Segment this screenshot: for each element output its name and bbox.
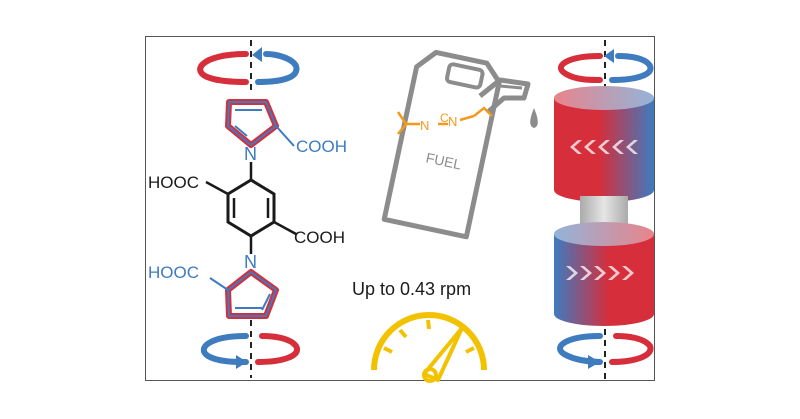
left-acid-label: HOOC <box>148 173 199 192</box>
n-bottom-label: N <box>244 252 257 272</box>
pyrrole-bottom <box>209 269 279 319</box>
rotation-arrow-bottom-right <box>557 333 654 369</box>
figure-frame <box>145 36 655 381</box>
cylinder-bottom-cap <box>554 222 654 246</box>
speed-label: Up to 0.43 rpm <box>352 279 471 299</box>
pyrrole-top <box>225 99 295 148</box>
fuel-can-label: FUEL <box>425 149 464 172</box>
cylinder-rotor <box>554 40 654 380</box>
molecule-rotor: N COOH HOOC COOH N HOOC <box>148 40 347 378</box>
chevrons-top <box>570 140 638 154</box>
rotation-arrow-bottom-left <box>200 333 300 369</box>
rotation-arrow-top-left <box>197 47 300 85</box>
n-top-label: N <box>244 144 257 164</box>
fuel-drop <box>530 108 538 128</box>
chevrons-bottom <box>566 266 634 280</box>
bottom-acid-label: HOOC <box>148 263 199 282</box>
fuel-can: N C N FUEL <box>381 49 538 240</box>
fuel-n1: N <box>420 118 429 133</box>
top-acid-label: COOH <box>296 137 347 156</box>
speedometer-icon <box>371 312 487 383</box>
right-acid-label: COOH <box>294 228 345 247</box>
carbodiimide-structure <box>396 106 493 135</box>
cylinder-top-cap <box>554 86 654 110</box>
fuel-n2: N <box>448 114 457 129</box>
rotation-arrow-top-right <box>557 49 654 83</box>
fuel-c: C <box>440 111 449 125</box>
benzene-ring <box>205 162 297 254</box>
